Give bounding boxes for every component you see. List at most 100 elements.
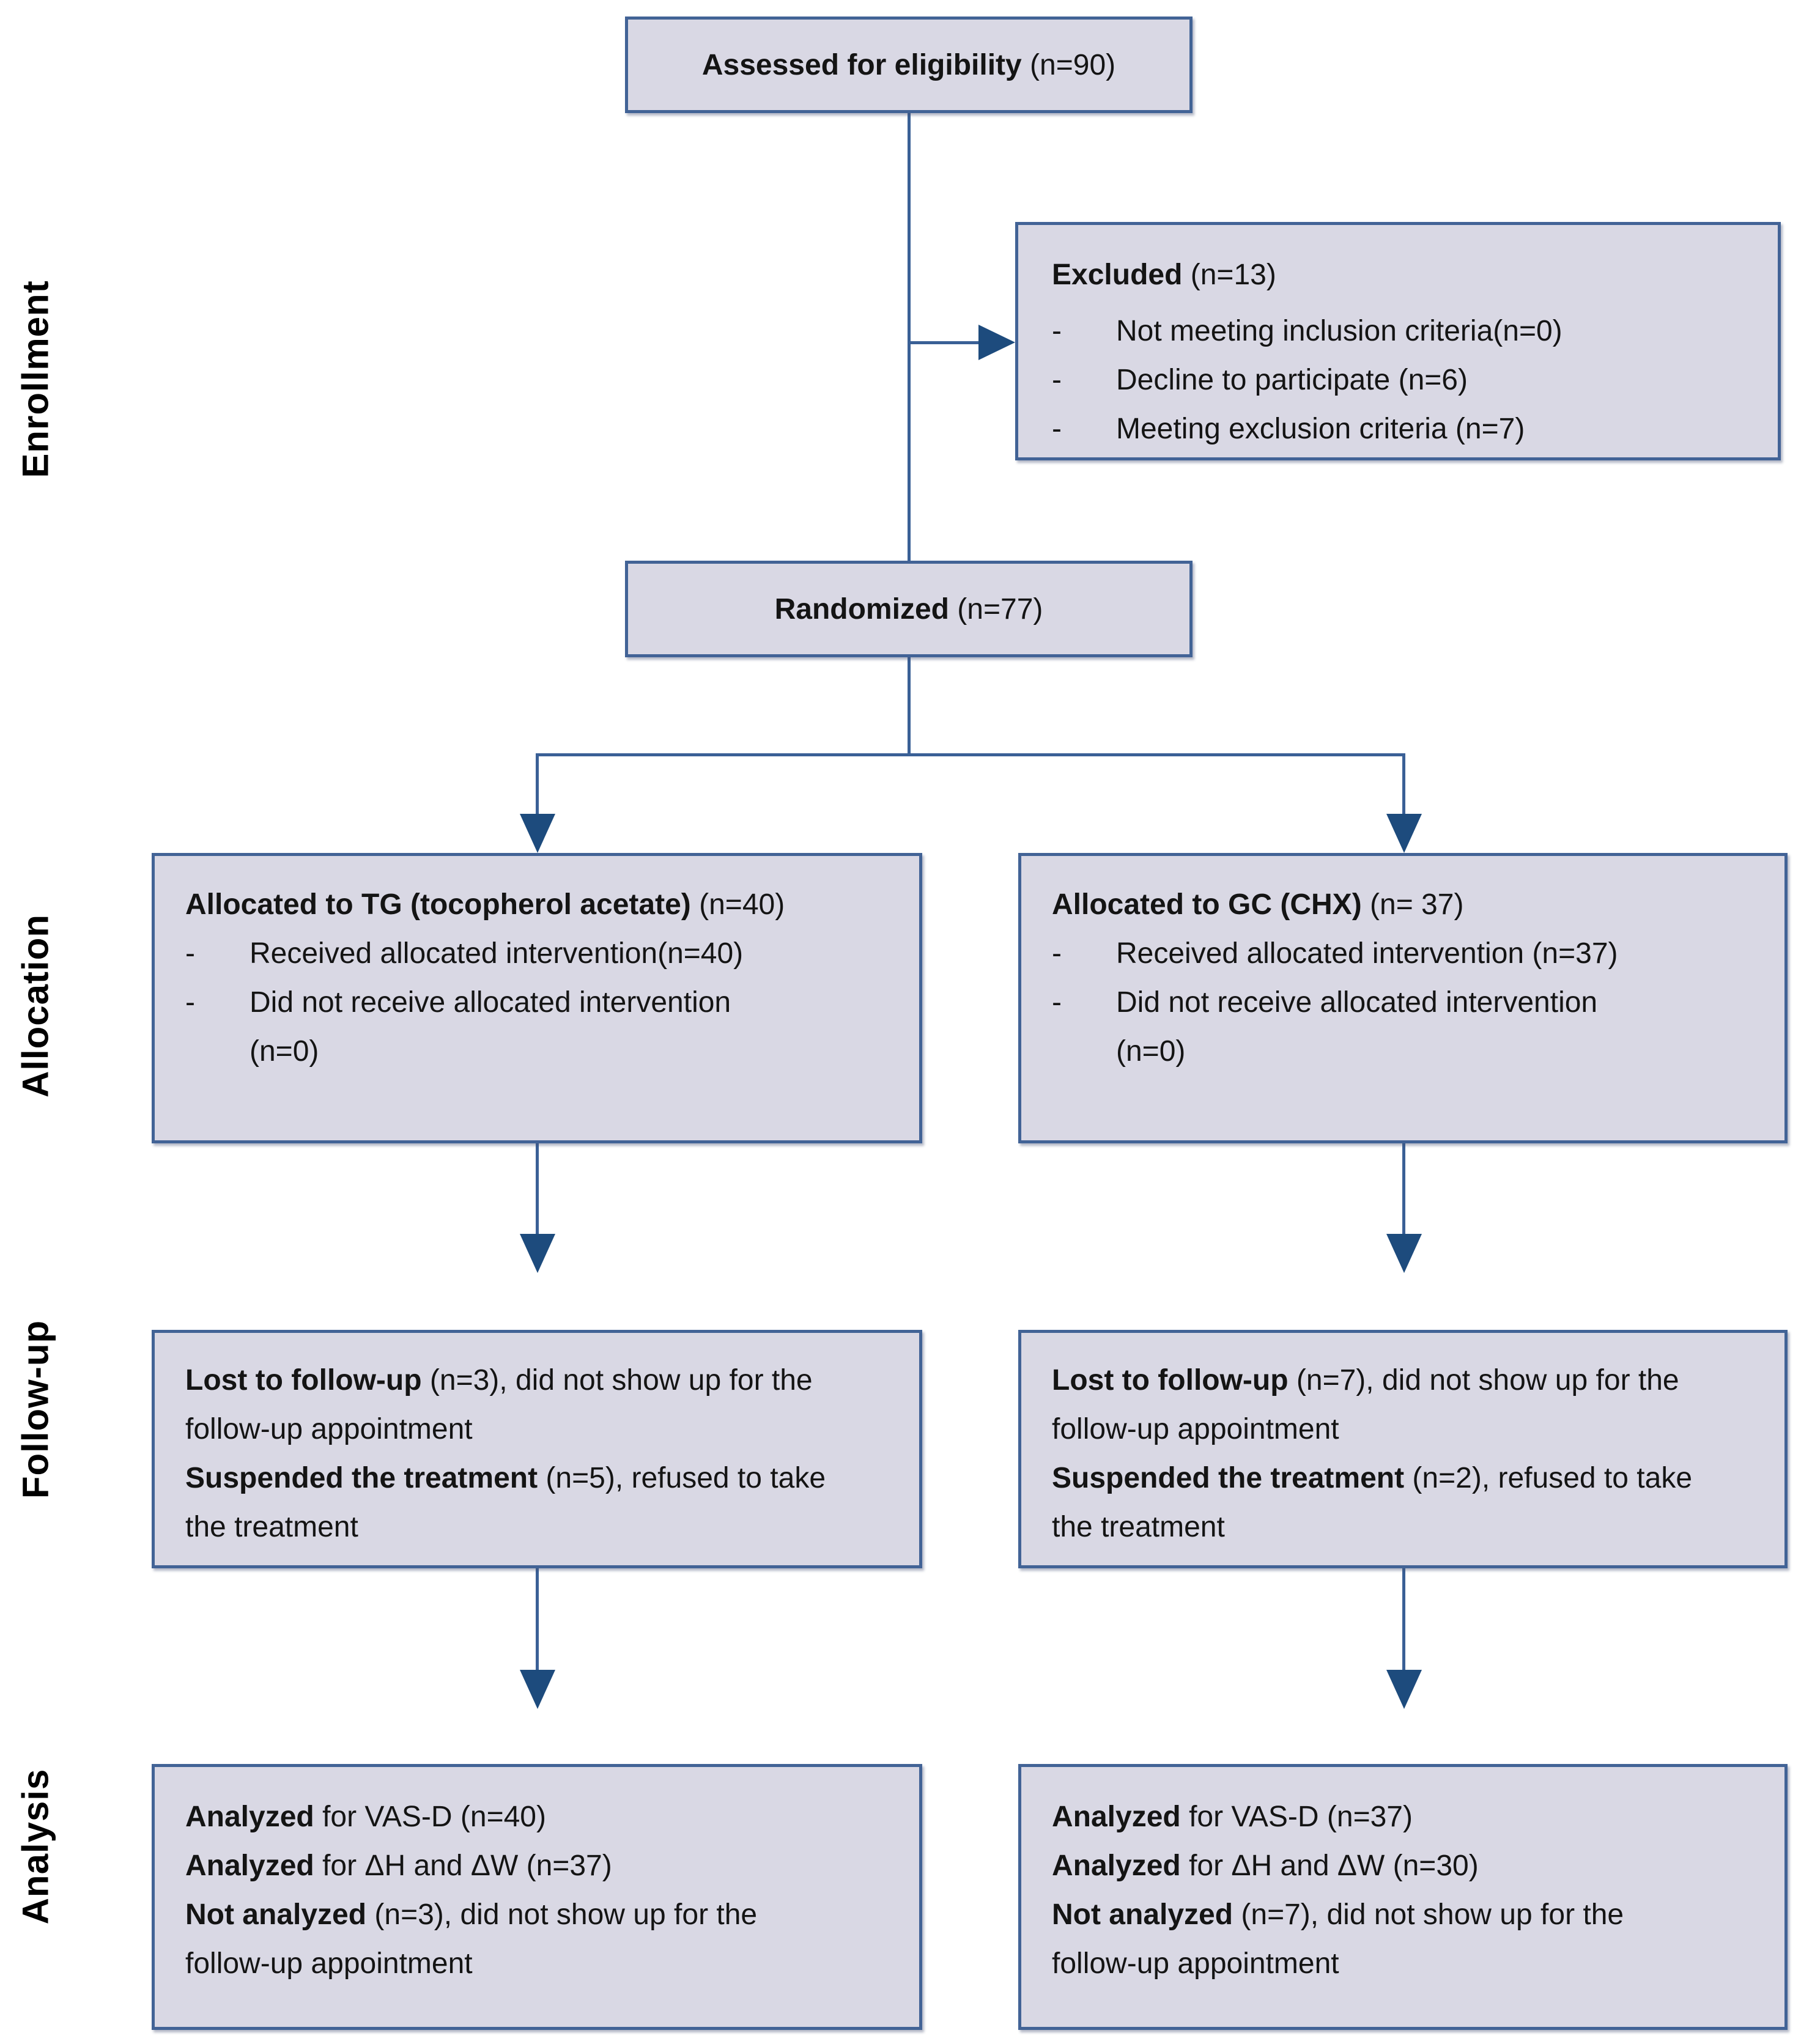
analysis-left-lead-2: Analyzed <box>185 1850 314 1882</box>
list-item: - Did not receive allocated intervention <box>1052 978 1769 1027</box>
box-analysis-tg: Analyzed for VAS-D (n=40) Analyzed for Δ… <box>152 1764 922 2030</box>
box-assessed-for-eligibility: Assessed for eligibility (n=90) <box>625 17 1193 113</box>
assessed-lead: Assessed for eligibility <box>701 48 1022 81</box>
followup-left-line-2: follow-up appointment <box>185 1413 473 1445</box>
randomized-count: (n=77) <box>949 592 1043 625</box>
analysis-right-line-3: Not analyzed (n=7), did not show up for … <box>1052 1891 1769 1939</box>
alloc-right-item-2-cont: (n=0) <box>1116 1035 1186 1068</box>
followup-left-line-4: the treatment <box>185 1511 358 1543</box>
analysis-right-rest-3: (n=7), did not show up for the <box>1233 1898 1624 1931</box>
bullet-dash: - <box>1052 937 1062 970</box>
assessed-count: (n=90) <box>1021 48 1116 81</box>
analysis-left-lead-1: Analyzed <box>185 1801 314 1833</box>
stage-label-analysis: Analysis <box>15 1768 56 1925</box>
stage-label-allocation: Allocation <box>15 913 56 1098</box>
list-item: - Not meeting inclusion criteria(n=0) <box>1052 307 1762 356</box>
analysis-left-rest-2: for ΔH and ΔW (n=37) <box>314 1850 612 1882</box>
connector-alloc-to-followup-left <box>536 1143 539 1235</box>
bullet-dash: - <box>1052 986 1062 1019</box>
assessed-text: Assessed for eligibility (n=90) <box>702 48 1115 82</box>
followup-left-line-3: Suspended the treatment (n=5), refused t… <box>185 1454 904 1503</box>
connector-randomized-to-split <box>908 657 911 753</box>
bullet-dash: - <box>185 937 195 970</box>
bullet-dash: - <box>1052 364 1062 396</box>
excluded-list: - Not meeting inclusion criteria(n=0) - … <box>1052 307 1762 454</box>
followup-right-line-2: follow-up appointment <box>1052 1413 1339 1445</box>
bullet-dash: - <box>1052 315 1062 347</box>
bullet-dash: - <box>185 986 195 1019</box>
analysis-right-rest-1: for VAS-D (n=37) <box>1180 1801 1413 1833</box>
analysis-right-line-1: Analyzed for VAS-D (n=37) <box>1052 1793 1769 1842</box>
connector-split-to-alloc-left <box>536 753 539 816</box>
analysis-right-lead-2: Analyzed <box>1052 1850 1181 1882</box>
connector-to-excluded <box>909 341 981 344</box>
connector-split-to-alloc-right <box>1402 753 1405 816</box>
connector-assessed-to-randomized <box>908 113 911 561</box>
analysis-right-lead-3: Not analyzed <box>1052 1898 1233 1931</box>
bullet-dash: - <box>1052 413 1062 445</box>
followup-left-lost-rest: (n=3), did not show up for the <box>421 1364 813 1396</box>
list-item: - Received allocated intervention (n=37) <box>1052 929 1769 978</box>
alloc-left-item-2-cont: (n=0) <box>250 1035 319 1068</box>
alloc-left-lead: Allocated to TG (tocopherol acetate) <box>185 888 691 921</box>
analysis-right-line-4: follow-up appointment <box>1052 1947 1339 1980</box>
box-excluded: Excluded (n=13) - Not meeting inclusion … <box>1015 222 1781 460</box>
alloc-left-item-2: Did not receive allocated intervention <box>250 986 731 1019</box>
arrowhead-down-alloc-left-icon <box>520 814 555 853</box>
analysis-left-line-4: follow-up appointment <box>185 1947 473 1980</box>
excluded-item-2: Decline to participate (n=6) <box>1116 364 1468 396</box>
analysis-left-lead-3: Not analyzed <box>185 1898 367 1931</box>
randomized-text: Randomized (n=77) <box>775 592 1043 626</box>
followup-right-lost-rest: (n=7), did not show up for the <box>1288 1364 1679 1396</box>
alloc-left-item-1: Received allocated intervention(n=40) <box>250 937 744 970</box>
list-item: - Meeting exclusion criteria (n=7) <box>1052 405 1762 454</box>
arrowhead-down-analysis-right-icon <box>1386 1670 1422 1709</box>
alloc-right-count: (n= 37) <box>1361 888 1464 921</box>
excluded-lead: Excluded <box>1052 259 1183 291</box>
arrowhead-down-followup-left-icon <box>520 1234 555 1273</box>
followup-left-lost-lead: Lost to follow-up <box>185 1364 422 1396</box>
stage-label-enrollment: Enrollment <box>15 280 56 478</box>
alloc-right-heading: Allocated to GC (CHX) (n= 37) <box>1052 880 1769 929</box>
box-analysis-gc: Analyzed for VAS-D (n=37) Analyzed for Δ… <box>1018 1764 1788 2030</box>
connector-followup-to-analysis-left <box>536 1568 539 1671</box>
analysis-left-rest-3: (n=3), did not show up for the <box>366 1898 758 1931</box>
analysis-right-lead-1: Analyzed <box>1052 1801 1181 1833</box>
followup-left-suspended-lead: Suspended the treatment <box>185 1462 538 1494</box>
box-allocated-tg: Allocated to TG (tocopherol acetate) (n=… <box>152 853 922 1143</box>
excluded-item-3: Meeting exclusion criteria (n=7) <box>1116 413 1525 445</box>
followup-left-line-1: Lost to follow-up (n=3), did not show up… <box>185 1356 904 1405</box>
list-item: - Decline to participate (n=6) <box>1052 356 1762 405</box>
connector-followup-to-analysis-right <box>1402 1568 1405 1671</box>
followup-left-suspended-rest: (n=5), refused to take <box>538 1462 826 1494</box>
alloc-left-heading: Allocated to TG (tocopherol acetate) (n=… <box>185 880 904 929</box>
followup-right-line-4: the treatment <box>1052 1511 1225 1543</box>
randomized-lead: Randomized <box>774 592 949 625</box>
connector-alloc-to-followup-right <box>1402 1143 1405 1235</box>
alloc-right-item-1: Received allocated intervention (n=37) <box>1116 937 1618 970</box>
followup-right-lost-lead: Lost to follow-up <box>1052 1364 1289 1396</box>
arrowhead-right-excluded-icon <box>978 325 1015 360</box>
excluded-count: (n=13) <box>1182 259 1276 291</box>
box-followup-gc: Lost to follow-up (n=7), did not show up… <box>1018 1330 1788 1568</box>
excluded-heading: Excluded (n=13) <box>1052 251 1762 300</box>
arrowhead-down-alloc-right-icon <box>1386 814 1422 853</box>
box-randomized: Randomized (n=77) <box>625 561 1193 657</box>
analysis-right-line-2: Analyzed for ΔH and ΔW (n=30) <box>1052 1842 1769 1891</box>
stage-label-followup: Follow-up <box>15 1319 56 1499</box>
box-allocated-gc: Allocated to GC (CHX) (n= 37) - Received… <box>1018 853 1788 1143</box>
analysis-left-line-3: Not analyzed (n=3), did not show up for … <box>185 1891 904 1939</box>
arrowhead-down-followup-right-icon <box>1386 1234 1422 1273</box>
list-item: - Received allocated intervention(n=40) <box>185 929 904 978</box>
followup-right-line-3: Suspended the treatment (n=2), refused t… <box>1052 1454 1769 1503</box>
followup-right-line-1: Lost to follow-up (n=7), did not show up… <box>1052 1356 1769 1405</box>
followup-right-suspended-lead: Suspended the treatment <box>1052 1462 1405 1494</box>
list-item: - Did not receive allocated intervention <box>185 978 904 1027</box>
alloc-right-item-2: Did not receive allocated intervention <box>1116 986 1598 1019</box>
excluded-item-1: Not meeting inclusion criteria(n=0) <box>1116 315 1562 347</box>
followup-right-suspended-rest: (n=2), refused to take <box>1404 1462 1693 1494</box>
alloc-left-count: (n=40) <box>690 888 785 921</box>
box-followup-tg: Lost to follow-up (n=3), did not show up… <box>152 1330 922 1568</box>
analysis-right-rest-2: for ΔH and ΔW (n=30) <box>1180 1850 1479 1882</box>
